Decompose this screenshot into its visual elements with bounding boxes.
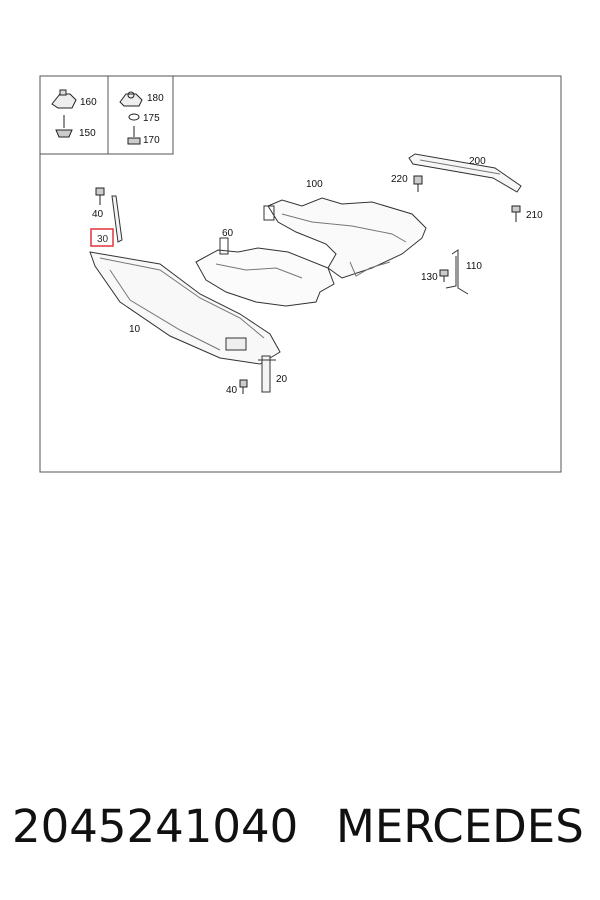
highlight-box-30 bbox=[90, 228, 114, 247]
screw-150-icon bbox=[55, 115, 73, 138]
bolt-170-icon bbox=[127, 126, 141, 145]
shield-60-part bbox=[195, 237, 335, 307]
callout-40-top: 40 bbox=[92, 209, 104, 220]
screw-220-icon bbox=[413, 175, 423, 192]
part-number: 2045241040 bbox=[12, 800, 299, 853]
callout-30: 30 bbox=[97, 234, 109, 245]
fastener-legend-box-2 bbox=[107, 75, 174, 155]
callout-20: 20 bbox=[276, 374, 288, 385]
callout-130: 130 bbox=[421, 272, 438, 283]
callout-110: 110 bbox=[466, 261, 482, 272]
callout-210: 210 bbox=[526, 210, 543, 221]
callout-40-bottom: 40 bbox=[226, 385, 238, 396]
callout-180: 180 bbox=[147, 93, 164, 104]
callout-60: 60 bbox=[222, 228, 234, 239]
bracket-110-part bbox=[445, 249, 469, 295]
callout-175: 175 bbox=[143, 113, 160, 124]
callout-10: 10 bbox=[129, 324, 141, 335]
shield-100-part bbox=[263, 197, 427, 279]
callout-170: 170 bbox=[143, 135, 160, 146]
callout-160: 160 bbox=[80, 97, 97, 108]
callout-200: 200 bbox=[469, 156, 486, 167]
screw-130-icon bbox=[439, 269, 449, 282]
clip-nut-icon bbox=[51, 89, 77, 109]
bolt-40-top-icon bbox=[95, 187, 105, 205]
bracket-20-part bbox=[258, 355, 276, 393]
clip-180-icon bbox=[119, 91, 143, 107]
screw-210-icon bbox=[511, 205, 521, 222]
bolt-40-bottom-icon bbox=[239, 379, 248, 394]
callout-100: 100 bbox=[306, 179, 323, 190]
washer-175-icon bbox=[128, 113, 140, 121]
bracket-30-part bbox=[111, 195, 123, 243]
brand-name: MERCEDES bbox=[336, 800, 584, 853]
footer-caption: 2045241040 MERCEDES bbox=[12, 800, 592, 860]
callout-220: 220 bbox=[391, 174, 408, 185]
callout-150: 150 bbox=[79, 128, 96, 139]
bar-200-part bbox=[408, 153, 522, 193]
parts-diagram: 160 150 180 175 170 200 100 220 210 40 3… bbox=[39, 75, 562, 473]
